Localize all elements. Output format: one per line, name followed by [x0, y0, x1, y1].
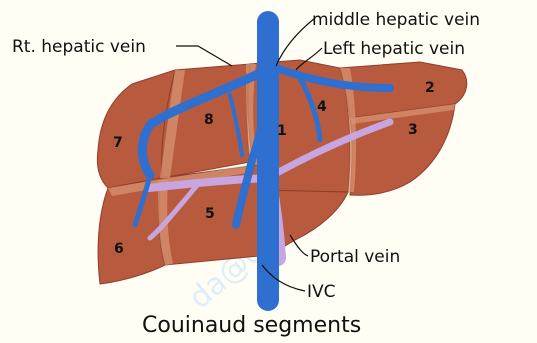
caption-couinaud-segments: Couinaud segments	[142, 313, 361, 338]
segment-label-7: 7	[113, 135, 123, 151]
label-right-hepatic-vein: Rt. hepatic vein	[12, 37, 146, 57]
segment-label-1: 1	[277, 123, 287, 139]
segment-label-3: 3	[408, 122, 418, 138]
label-portal-vein: Portal vein	[310, 247, 400, 267]
label-left-hepatic-vein: Left hepatic vein	[323, 39, 465, 59]
leader-right-hepatic	[176, 46, 232, 66]
segment-label-2: 2	[425, 80, 435, 96]
segment-label-8: 8	[204, 112, 214, 128]
label-ivc: IVC	[307, 282, 336, 302]
label-middle-hepatic-vein: middle hepatic vein	[312, 10, 480, 30]
segment-label-4: 4	[317, 99, 327, 115]
segment-label-5: 5	[205, 206, 215, 222]
segment-label-6: 6	[114, 241, 124, 257]
